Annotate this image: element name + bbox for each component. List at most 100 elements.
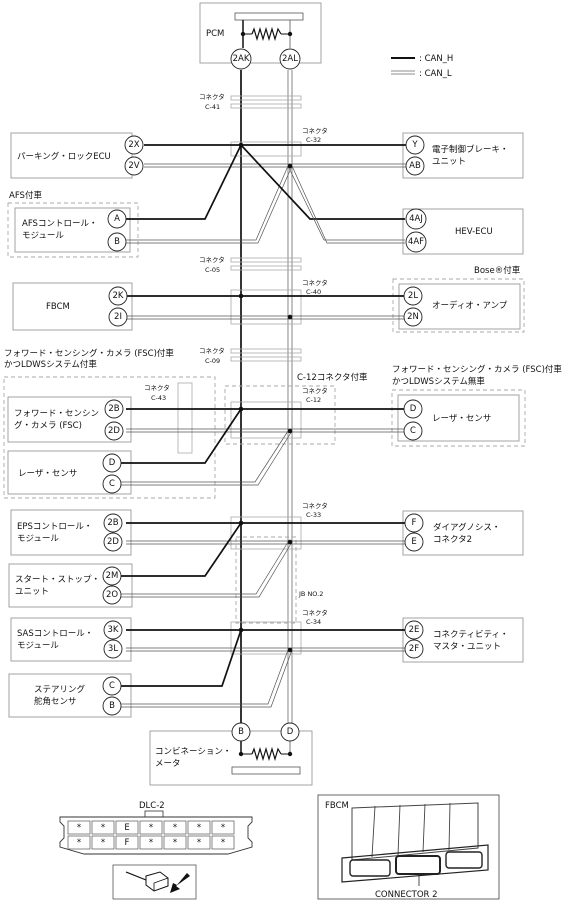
svg-text:コネクタ2: コネクタ2 [433,535,472,545]
dlc2-pin-label: * [221,823,225,833]
svg-text:C-34: C-34 [306,618,321,626]
jb-no2-label: JB NO.2 [298,590,323,598]
svg-text:かつLDWSシステム付車: かつLDWSシステム付車 [4,359,97,370]
legend: : CAN_H : CAN_L [391,54,453,79]
svg-text:B: B [109,701,115,711]
svg-text:フォワード・センシング・カメラ (FSC)付車: フォワード・センシング・カメラ (FSC)付車 [392,364,562,375]
svg-text:SASコントロール・: SASコントロール・ [17,629,93,639]
junction-dots [238,142,293,653]
inline-connectors: コネクタ C-41 コネクタ C-32 コネクタ C-05 コネクタ C-40 … [199,92,328,655]
dlc2-pin-cell [139,820,163,835]
svg-text:グ・カメラ (FSC): グ・カメラ (FSC) [14,420,82,431]
svg-text:モジュール: モジュール [17,641,59,651]
pcm-label: PCM [206,29,224,39]
svg-text:C-40: C-40 [306,288,321,296]
svg-text:2D: 2D [107,537,119,547]
svg-text:EPSコントロール・: EPSコントロール・ [17,522,92,532]
svg-text:ステアリング: ステアリング [34,684,86,695]
svg-text:C: C [109,681,115,691]
svg-text:ユニット: ユニット [432,157,466,167]
svg-text:2X: 2X [128,140,139,150]
dlc2-pin-label: * [173,838,177,848]
svg-text:2I: 2I [114,312,122,322]
svg-text:C-43: C-43 [151,394,166,402]
dlc2-pin-label: * [149,838,153,848]
svg-text:C-12: C-12 [306,396,321,404]
dlc2-pin-cell [91,820,115,835]
svg-text:2V: 2V [128,161,139,171]
svg-text:2D: 2D [108,426,120,436]
branch-wires [119,144,409,708]
connector-probe-icon [112,864,197,900]
svg-text:2K: 2K [113,291,124,301]
pin-terminals: 2AK 2AL 2X 2V Y AB A B 4AJ 4AF 2K 2I 2L … [102,48,427,716]
dlc2-title: DLC-2 [139,801,165,811]
svg-text:スタート・ストップ・: スタート・ストップ・ [15,575,100,585]
svg-text:ダイアグノシス・: ダイアグノシス・ [433,522,500,533]
dlc2-pin-cell [115,835,139,850]
legend-can-h: : CAN_H [419,54,453,64]
fbcm-label: FBCM [46,302,70,312]
pcm-module: PCM [199,2,322,64]
dlc2-pin-cell [187,820,211,835]
dlc2-pin-cell [115,820,139,835]
svg-text:2E: 2E [409,625,420,635]
svg-text:3K: 3K [108,625,119,635]
svg-text:フォワード・センシン: フォワード・センシン [14,409,99,419]
svg-text:FBCM: FBCM [325,801,349,811]
svg-text:メータ: メータ [155,759,181,769]
svg-text:AB: AB [409,161,421,171]
legend-can-l: : CAN_L [419,69,452,79]
module-boxes: パーキング・ロックECU 電子制御ブレーキ・ ユニット AFSコントロール・ モ… [7,132,524,718]
svg-text:モジュール: モジュール [17,534,59,544]
svg-text:コネクタ: コネクタ [302,278,328,287]
svg-text:舵角センサ: 舵角センサ [34,696,77,707]
svg-text:C: C [109,479,115,489]
svg-text:コネクタ: コネクタ [302,608,328,617]
svg-text:2F: 2F [409,644,419,654]
dlc2-pin-cell [139,835,163,850]
dlc2-pin-cell [91,835,115,850]
svg-text:D: D [109,458,116,468]
dlc2-pin-cell [211,820,235,835]
dlc2-pin-label: * [197,823,201,833]
dlc2-pin-label: * [197,838,201,848]
svg-text:C-41: C-41 [205,103,220,111]
svg-text:電子制御ブレーキ・: 電子制御ブレーキ・ [432,144,509,155]
dlc2-pin-label: * [77,823,81,833]
svg-text:AFSコントロール・: AFSコントロール・ [22,219,97,229]
svg-text:ユニット: ユニット [15,587,49,597]
svg-text:3L: 3L [108,644,118,654]
svg-text:D: D [287,727,294,737]
svg-text:4AJ: 4AJ [409,214,423,224]
svg-text:レーザ・センサ: レーザ・センサ [432,414,491,424]
svg-text:D: D [410,404,417,414]
svg-text:オーディオ・アンプ: オーディオ・アンプ [432,300,508,311]
svg-text:Y: Y [411,140,418,150]
svg-text:コネクタ: コネクタ [302,386,328,395]
svg-text:コネクタ: コネクタ [144,383,170,392]
svg-text:C-05: C-05 [205,266,220,274]
parking-lock-ecu-label: パーキング・ロックECU [17,151,111,162]
svg-text:A: A [114,214,120,224]
dlc2-pin-label: * [101,838,105,848]
svg-text:2B: 2B [107,518,118,528]
svg-text:レーザ・センサ: レーザ・センサ [18,469,77,479]
dlc2-pin-cell [187,835,211,850]
dlc2-pin-label: E [124,823,129,833]
can-bus-trunk [240,70,293,724]
svg-text:2M: 2M [106,571,119,581]
dlc2-pin-label: * [77,838,81,848]
dlc2-pin-cell [163,820,187,835]
svg-text:4AF: 4AF [408,237,424,247]
svg-text:モジュール: モジュール [22,231,64,241]
dlc2-pin-cell [163,835,187,850]
svg-text:B: B [238,727,244,737]
dlc2-pin-cell [67,835,91,850]
svg-text:かつLDWSシステム無車: かつLDWSシステム無車 [392,376,485,387]
svg-text:Bose®付車: Bose®付車 [474,265,521,276]
svg-text:コネクタ: コネクタ [199,346,225,355]
svg-text:C-09: C-09 [205,357,220,365]
svg-text:F: F [412,518,417,528]
fbcm-connector-caption: CONNECTOR 2 [375,890,438,900]
